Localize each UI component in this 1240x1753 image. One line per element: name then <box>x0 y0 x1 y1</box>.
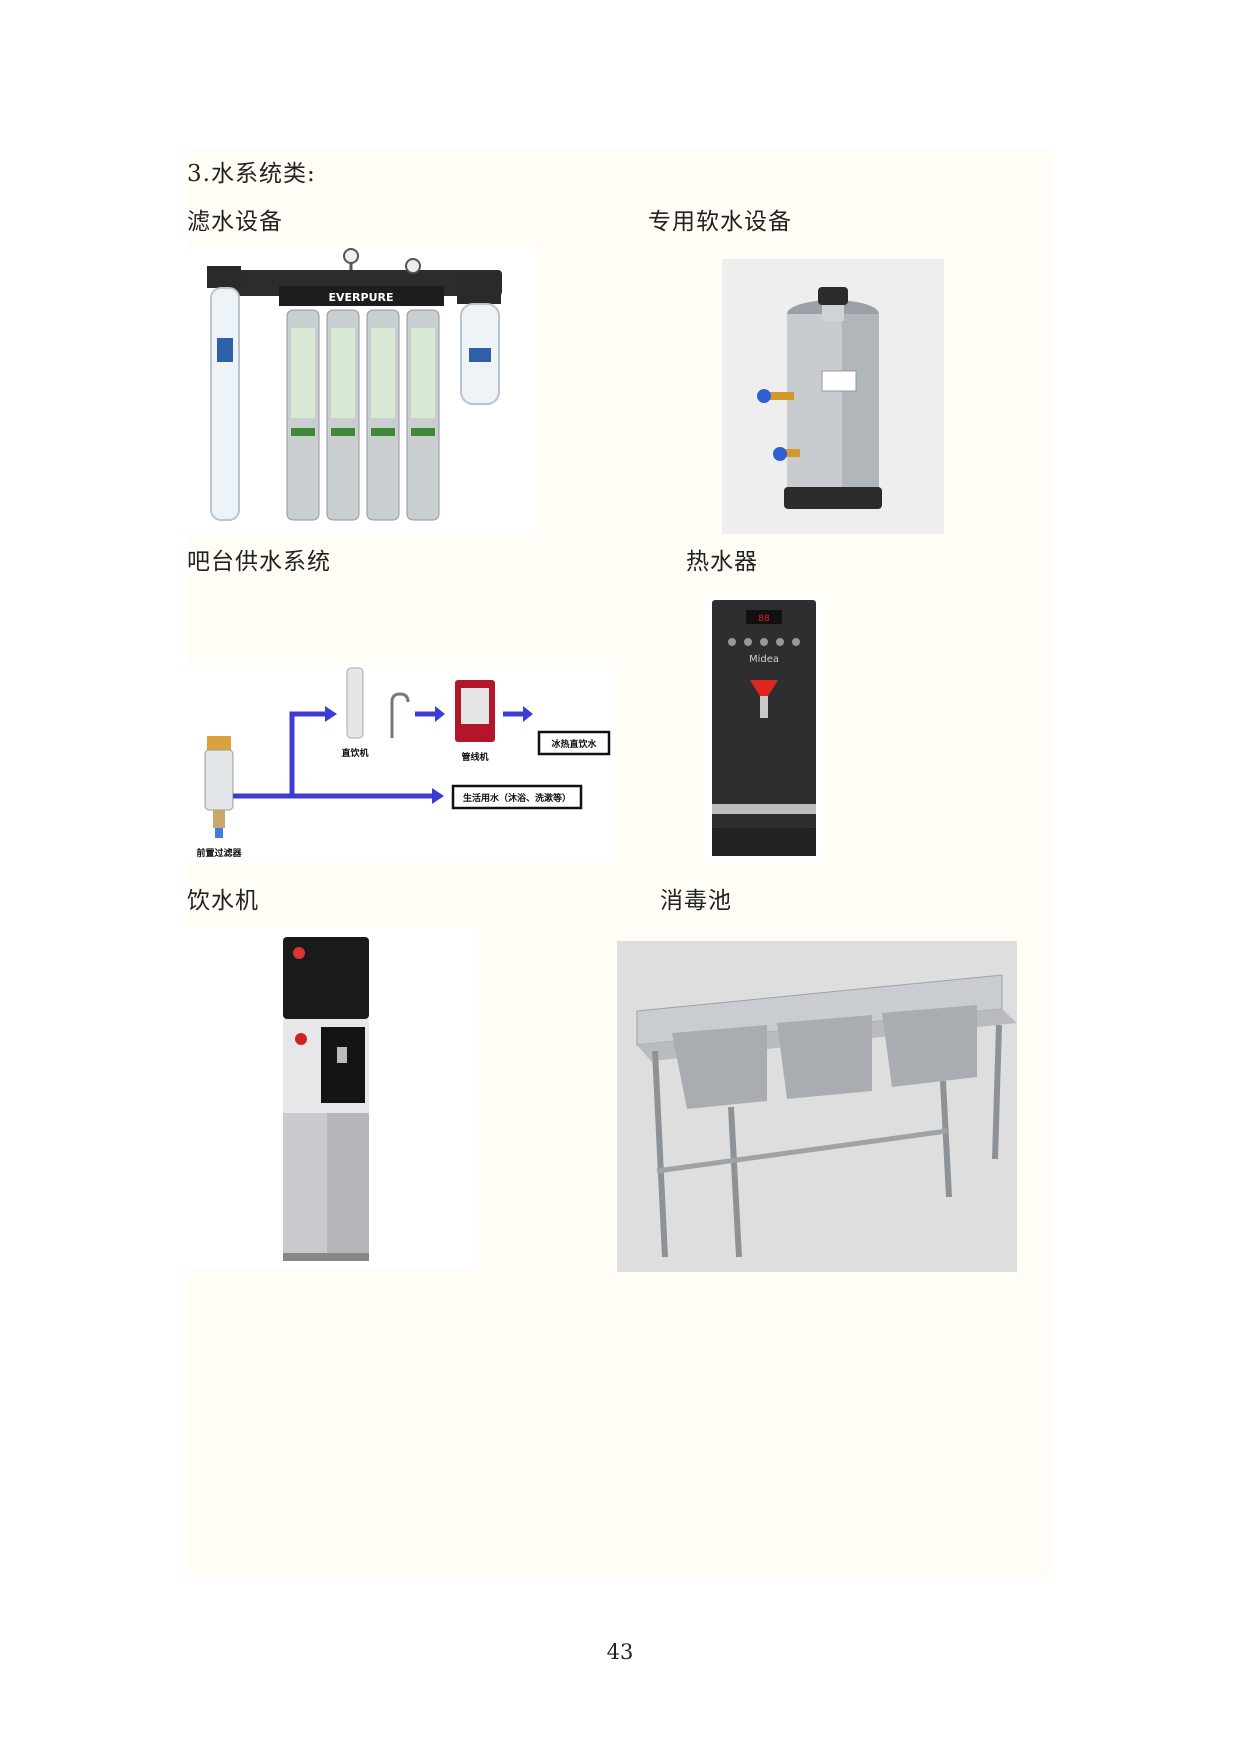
direct-label: 直饮机 <box>341 747 368 759</box>
softener-image <box>722 259 944 534</box>
prefilter-label: 前置过滤器 <box>196 847 242 859</box>
domestic-label: 生活用水（沐浴、洗漱等） <box>463 792 571 804</box>
flow-arrow-mid <box>435 706 445 722</box>
caption-softener: 专用软水设备 <box>648 209 792 235</box>
flow-arrow-right <box>523 706 533 722</box>
caption-bar-system: 吧台供水系统 <box>187 549 331 575</box>
svg-text:88: 88 <box>758 614 770 624</box>
pipeline-label: 管线机 <box>461 751 488 763</box>
dispenser-image <box>187 927 479 1269</box>
sink-image <box>617 941 1017 1272</box>
caption-filter: 滤水设备 <box>187 209 283 235</box>
caption-sink: 消毒池 <box>660 888 732 914</box>
water-heater-image: 88 Midea <box>704 596 824 862</box>
flow-arrow-up <box>325 706 337 722</box>
filter-brand: EVERPURE <box>329 291 394 304</box>
page-number: 43 <box>606 1640 634 1664</box>
caption-water-heater: 热水器 <box>686 549 758 575</box>
hot-cold-label: 冰热直饮水 <box>551 738 597 750</box>
section-heading: 3.水系统类: <box>187 161 316 187</box>
heater-brand: Midea <box>749 654 779 665</box>
flow-arrow-domestic <box>432 788 444 804</box>
caption-dispenser: 饮水机 <box>187 888 259 914</box>
filter-image: EVERPURE <box>187 248 536 534</box>
bar-system-diagram: 前置过滤器 直饮机 管线机 冰热直饮水 生活用水（沐浴、洗漱等） <box>187 666 615 862</box>
